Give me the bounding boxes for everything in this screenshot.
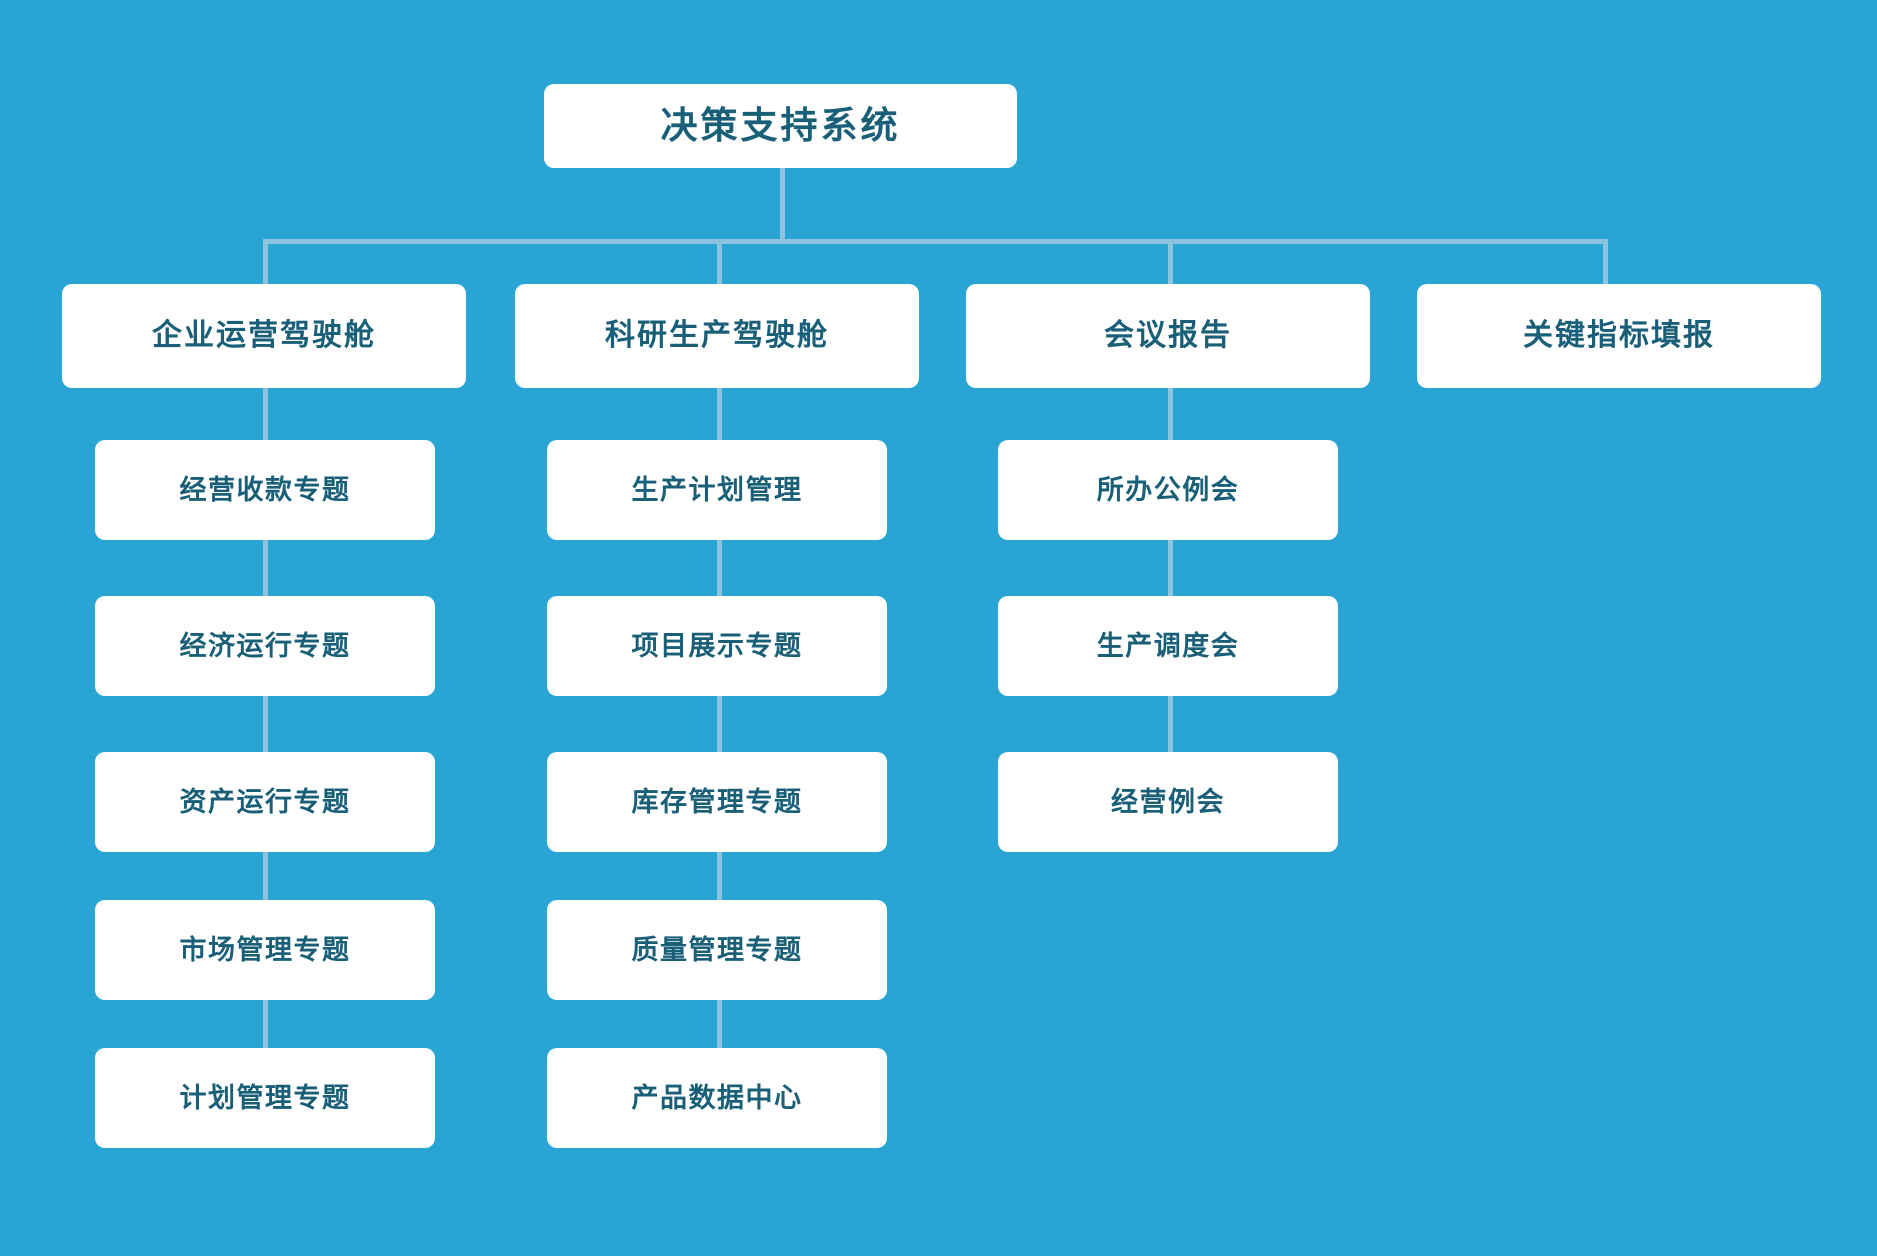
node-leaf-operating-receipts-topic[interactable]: 经营收款专题 [95, 440, 435, 540]
connector-branch-drop-1 [263, 239, 268, 284]
connector-branch-drop-3 [1168, 239, 1173, 284]
node-leaf-label: 质量管理专题 [631, 934, 803, 965]
node-leaf-institute-office-regular-meeting[interactable]: 所办公例会 [998, 440, 1338, 540]
node-leaf-product-data-center[interactable]: 产品数据中心 [547, 1048, 887, 1148]
node-leaf-label: 库存管理专题 [631, 786, 803, 817]
node-leaf-project-display-topic[interactable]: 项目展示专题 [547, 596, 887, 696]
node-root[interactable]: 决策支持系统 [544, 84, 1017, 168]
node-leaf-asset-operation-topic[interactable]: 资产运行专题 [95, 752, 435, 852]
node-leaf-production-scheduling-meeting[interactable]: 生产调度会 [998, 596, 1338, 696]
node-leaf-label: 市场管理专题 [179, 934, 351, 965]
node-leaf-market-management-topic[interactable]: 市场管理专题 [95, 900, 435, 1000]
node-branch-research-production-cockpit[interactable]: 科研生产驾驶舱 [515, 284, 919, 388]
connector-root-bus [263, 239, 1608, 244]
node-leaf-inventory-management-topic[interactable]: 库存管理专题 [547, 752, 887, 852]
node-leaf-label: 生产计划管理 [631, 474, 803, 505]
node-leaf-label: 所办公例会 [1096, 474, 1240, 505]
node-branch-label: 会议报告 [1104, 319, 1232, 352]
node-branch-enterprise-operations-cockpit[interactable]: 企业运营驾驶舱 [62, 284, 466, 388]
node-leaf-label: 项目展示专题 [631, 630, 803, 661]
node-leaf-business-regular-meeting[interactable]: 经营例会 [998, 752, 1338, 852]
node-branch-label: 企业运营驾驶舱 [152, 319, 376, 352]
node-branch-key-indicator-reporting[interactable]: 关键指标填报 [1417, 284, 1821, 388]
node-leaf-plan-management-topic[interactable]: 计划管理专题 [95, 1048, 435, 1148]
connector-root-stem [780, 167, 785, 241]
connector-branch-drop-2 [717, 239, 722, 284]
node-leaf-label: 资产运行专题 [179, 786, 351, 817]
node-branch-meeting-reports[interactable]: 会议报告 [966, 284, 1370, 388]
node-leaf-label: 计划管理专题 [179, 1082, 351, 1113]
connector-branch-drop-4 [1603, 239, 1608, 284]
node-branch-label: 关键指标填报 [1523, 319, 1715, 352]
node-root-label: 决策支持系统 [660, 104, 901, 146]
node-leaf-label: 经济运行专题 [179, 630, 351, 661]
node-leaf-label: 经营例会 [1111, 786, 1225, 817]
node-leaf-quality-management-topic[interactable]: 质量管理专题 [547, 900, 887, 1000]
node-leaf-label: 生产调度会 [1096, 630, 1240, 661]
node-leaf-label: 产品数据中心 [631, 1082, 803, 1113]
node-leaf-economic-operation-topic[interactable]: 经济运行专题 [95, 596, 435, 696]
node-branch-label: 科研生产驾驶舱 [605, 319, 829, 352]
node-leaf-label: 经营收款专题 [179, 474, 351, 505]
node-leaf-production-plan-management[interactable]: 生产计划管理 [547, 440, 887, 540]
